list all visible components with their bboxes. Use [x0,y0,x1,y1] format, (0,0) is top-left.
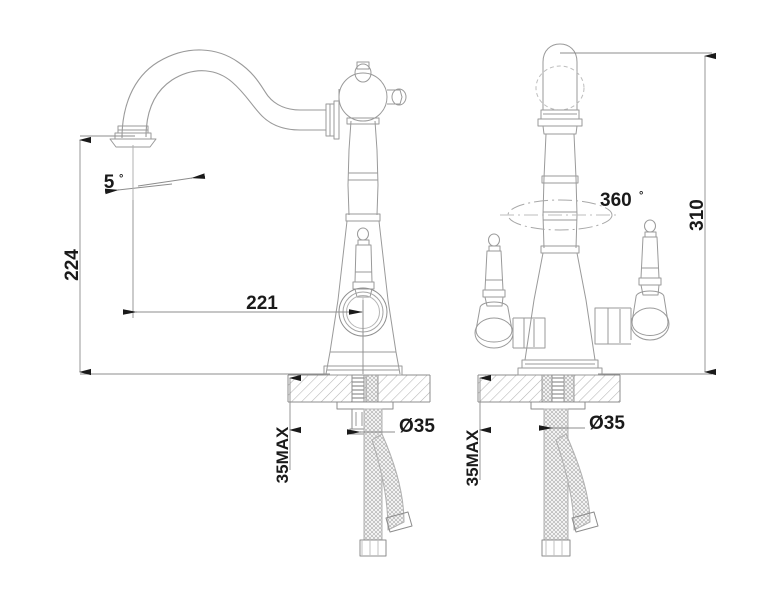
dim-label-angle-unit: ° [119,173,123,185]
swivel-indicator [500,199,620,231]
dim-label-224: 224 [62,249,83,281]
spout-front [535,43,585,135]
body-head-left [338,61,407,122]
dim-label-310: 310 [687,199,708,231]
dim-label-angle: 5 [104,172,115,193]
dim-label-35max-left: 35MAX [273,426,292,483]
front-view [474,43,670,557]
spout-collar-left [325,100,340,140]
under-counter-assembly-right [530,374,599,557]
dim-label-d35-left: Ø35 [399,416,435,437]
angle-indicator-5deg [104,145,206,200]
dim-label-swivel: 360 [600,190,632,211]
dim-label-d35-right: Ø35 [589,413,625,434]
dim-label-221: 221 [246,293,278,314]
dim-label-swivel-unit: ° [639,190,643,202]
handle-front-left [474,233,546,349]
body-column-front [517,133,603,376]
dimensions [79,52,716,480]
under-counter-assembly-left [336,374,413,557]
handle-front-right [594,219,670,345]
spout-left [109,49,326,148]
dim-label-35max-right: 35MAX [463,429,482,486]
